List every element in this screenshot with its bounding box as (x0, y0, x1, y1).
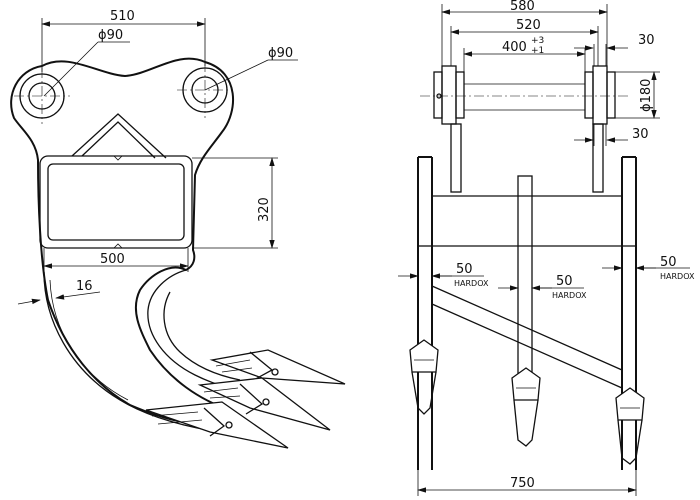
dim-text-320: 320 (257, 197, 272, 222)
dim-pin-dia-right: ϕ90 (204, 46, 298, 91)
dim-pin-dia-left: ϕ90 (43, 28, 130, 97)
dim-text-400: 400 (502, 40, 527, 55)
dim-shank-right: 50 HARDOX (602, 255, 695, 281)
tooth-top (209, 349, 346, 385)
dim-pin-dia: ϕ180 (615, 71, 660, 119)
pin-plate-left (441, 65, 457, 125)
front-view: 580 520 400 +3 +1 30 ϕ180 (398, 0, 695, 496)
bracket-outline (10, 57, 234, 426)
pin-boss-left-2 (455, 71, 465, 119)
shank-right (621, 245, 637, 397)
dim-text-dia90-left: ϕ90 (98, 28, 123, 43)
dim-tol-lower: +1 (531, 46, 544, 56)
dim-text-30-bottom: 30 (632, 127, 649, 142)
note-hardox-right: HARDOX (660, 272, 695, 281)
dim-window-height: 320 (192, 157, 278, 249)
dim-window-width: 500 (43, 248, 189, 272)
mount-plate-left (450, 123, 462, 193)
dim-text-50-left: 50 (456, 262, 473, 277)
shank-middle (517, 175, 533, 377)
dim-text-750: 750 (510, 476, 535, 491)
dim-pin-spacing: 510 (41, 9, 206, 72)
dim-boss-bottom: 30 (574, 124, 649, 146)
shank-left (417, 245, 433, 347)
tooth-bottom (145, 401, 289, 449)
note-hardox-middle: HARDOX (552, 291, 587, 300)
dim-shank-middle: 50 HARDOX (498, 274, 587, 300)
lifting-eye (71, 113, 167, 159)
front-shank-2 (163, 291, 241, 381)
shank-inner-curve (43, 271, 223, 433)
dim-shank-left: 50 HARDOX (398, 262, 489, 288)
pin-boss-right-2 (606, 71, 616, 119)
dim-inner-width: 520 (450, 18, 599, 66)
dim-boss-top: 30 (574, 33, 655, 66)
dim-text-dia180: ϕ180 (639, 79, 654, 112)
dim-text-520: 520 (516, 18, 541, 33)
shank-edge-line (49, 279, 129, 401)
side-view: 510 ϕ90 ϕ90 320 500 16 (10, 9, 346, 449)
dim-text-30-top: 30 (638, 33, 655, 48)
mount-plate-right (592, 123, 604, 193)
dim-text-50-middle: 50 (556, 274, 573, 289)
dim-tol-upper: +3 (531, 36, 544, 46)
dim-overall-width: 750 (417, 470, 637, 496)
window-inner (47, 163, 185, 241)
dim-outer-width: 580 (441, 0, 608, 66)
window-outer (39, 155, 193, 249)
dim-plate-thickness: 16 (17, 279, 101, 305)
dim-text-dia90-right: ϕ90 (268, 46, 293, 61)
pin-boss-right (584, 71, 594, 119)
dim-text-580: 580 (510, 0, 535, 14)
dim-text-510: 510 (110, 9, 135, 24)
pin-plate-right (592, 65, 608, 125)
dim-text-500: 500 (100, 252, 125, 267)
tooth-front-left (409, 339, 439, 415)
front-shank (147, 269, 253, 396)
tooth-front-middle (511, 367, 541, 447)
note-hardox-left: HARDOX (454, 279, 489, 288)
dim-text-50-right: 50 (660, 255, 677, 270)
dim-text-16: 16 (76, 279, 93, 294)
tooth-middle (197, 377, 331, 431)
tooth-front-right (615, 387, 645, 465)
dim-pin-length: 400 +3 +1 (463, 36, 586, 72)
